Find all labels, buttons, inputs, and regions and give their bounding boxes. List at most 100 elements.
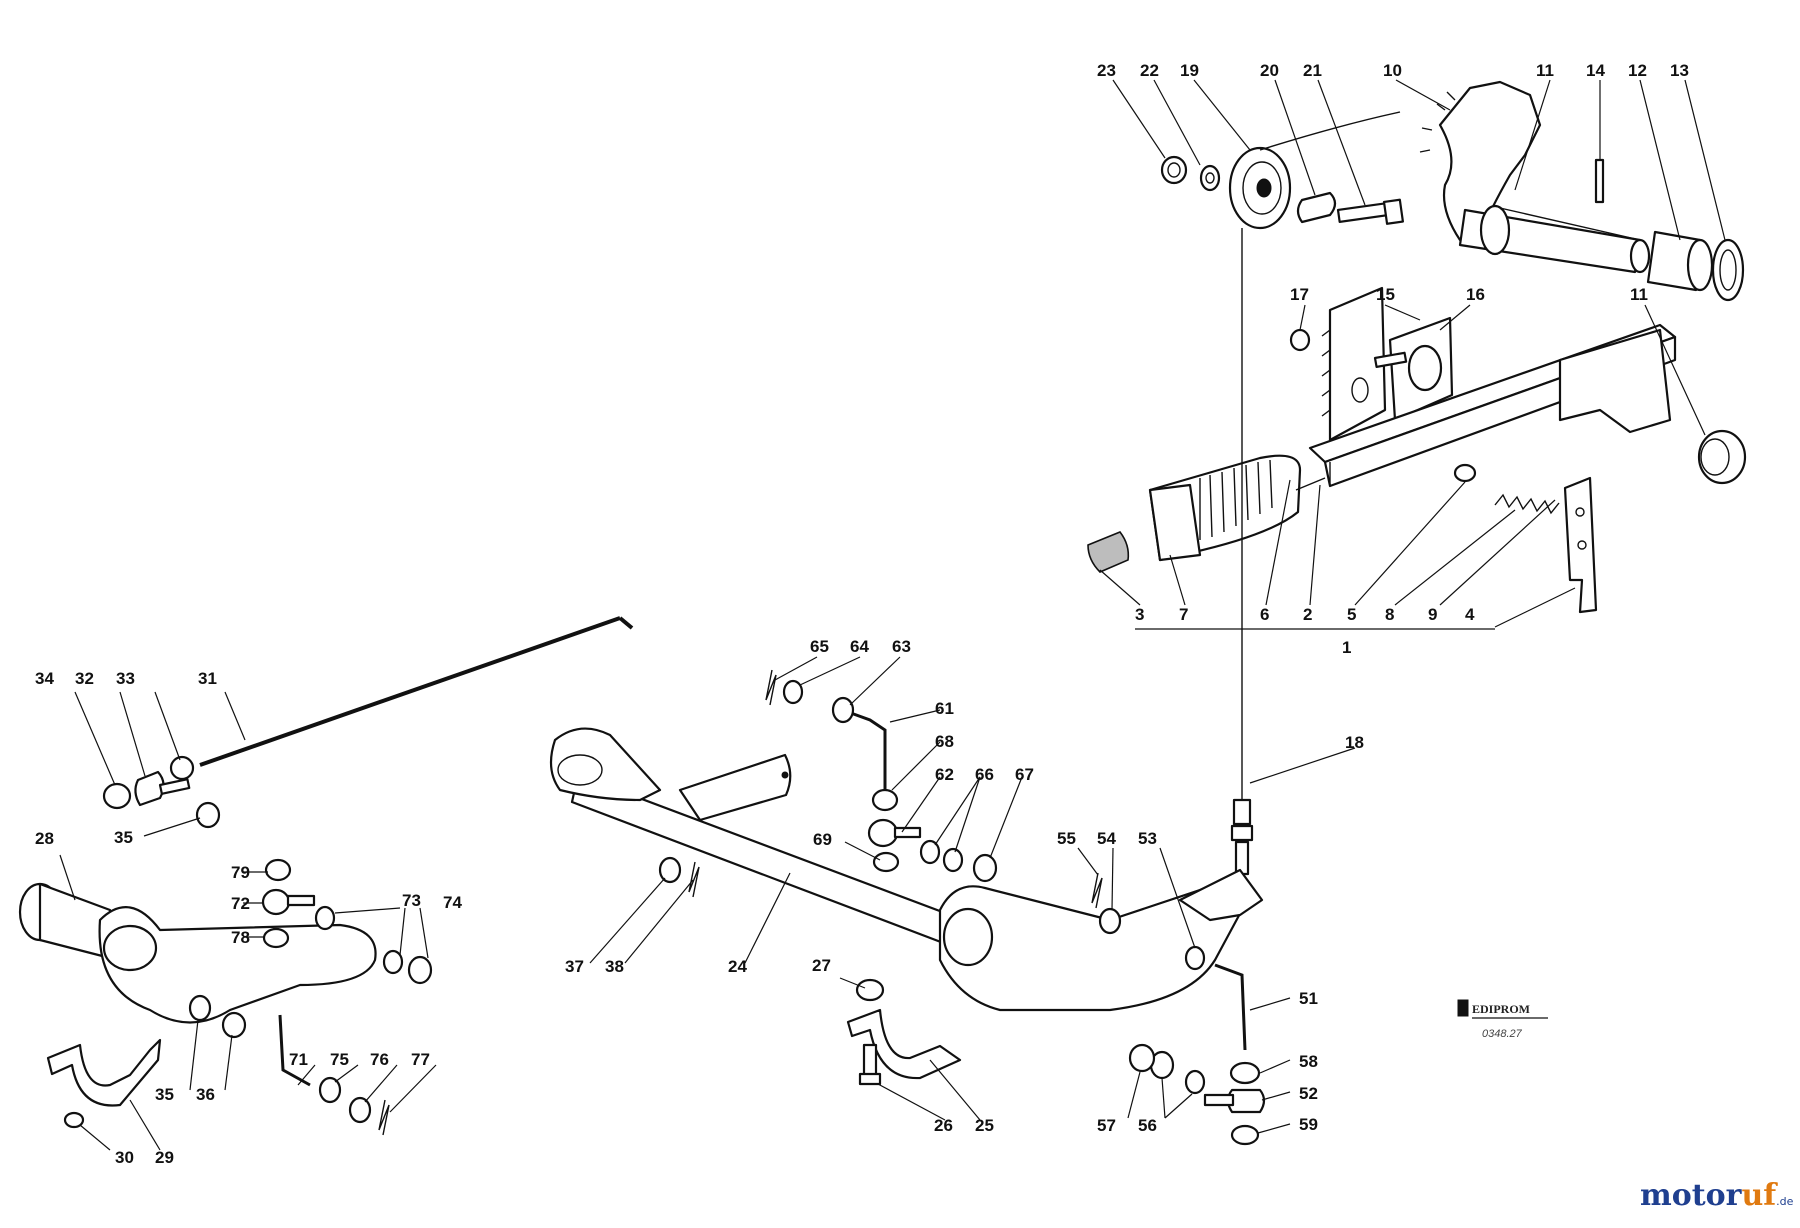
washer-76 (348, 1096, 372, 1124)
label-35-lower: 35 (155, 1085, 174, 1104)
label-3: 3 (1135, 605, 1144, 624)
label-63: 63 (892, 637, 911, 656)
label-2: 2 (1303, 605, 1312, 624)
label-13: 13 (1670, 61, 1689, 80)
label-67: 67 (1015, 765, 1034, 784)
label-54: 54 (1097, 829, 1116, 848)
bushing-12 (1646, 230, 1714, 292)
label-62: 62 (935, 765, 954, 784)
washer-73 (314, 905, 404, 975)
pedal-arm (938, 868, 1264, 1012)
clip-77 (378, 1099, 390, 1136)
motoruf-watermark: motoruf.de (1640, 1178, 1794, 1213)
nut-58 (1229, 1061, 1261, 1085)
nut-74 (407, 955, 433, 985)
label-74: 74 (443, 893, 462, 912)
nut-69 (872, 851, 900, 873)
label-15: 15 (1376, 285, 1395, 304)
label-16: 16 (1466, 285, 1485, 304)
rod-71 (278, 1014, 311, 1087)
clip-65 (765, 669, 777, 706)
label-78: 78 (231, 928, 250, 947)
nut-34 (102, 782, 132, 810)
block-72 (261, 888, 316, 916)
stamp-brand: EDIPROM (1472, 1002, 1530, 1016)
bolt-30 (63, 1111, 85, 1129)
leader-lines (59, 79, 1726, 1151)
clip-55 (1091, 872, 1103, 909)
label-52: 52 (1299, 1084, 1318, 1103)
nut-59 (1230, 1124, 1260, 1146)
nut-68 (871, 788, 899, 812)
label-71: 71 (289, 1050, 308, 1069)
label-1: 1 (1342, 638, 1351, 657)
bolt-21 (1336, 198, 1405, 225)
sector-10 (1419, 80, 1542, 242)
watermark-part2: uf (1741, 1178, 1778, 1213)
label-53: 53 (1138, 829, 1157, 848)
ring-13 (1711, 238, 1745, 302)
label-33: 33 (116, 669, 135, 688)
washer-64 (782, 679, 804, 705)
label-72: 72 (231, 894, 250, 913)
block-62 (867, 818, 922, 848)
label-19: 19 (1180, 61, 1199, 80)
label-69: 69 (813, 830, 832, 849)
label-76: 76 (370, 1050, 389, 1069)
spacer-20 (1296, 191, 1337, 224)
label-51: 51 (1299, 989, 1318, 1008)
rod-51 (1214, 963, 1247, 1051)
nut-57 (1128, 1043, 1156, 1073)
nut-27 (855, 978, 885, 1002)
label-77: 77 (411, 1050, 430, 1069)
label-18: 18 (1345, 733, 1364, 752)
washer-35b (188, 994, 212, 1022)
pulley-19 (1228, 111, 1401, 230)
label-10: 10 (1383, 61, 1402, 80)
label-28: 28 (35, 829, 54, 848)
cable-18 (1230, 228, 1254, 876)
nut-67 (972, 853, 998, 883)
label-14: 14 (1586, 61, 1605, 80)
washer-75 (318, 1076, 342, 1104)
pin-14 (1594, 158, 1605, 204)
label-66: 66 (975, 765, 994, 784)
rod-31 (199, 616, 634, 767)
label-29: 29 (155, 1148, 174, 1167)
stamp-code: 0348.27 (1482, 1028, 1523, 1040)
label-38: 38 (605, 957, 624, 976)
label-5: 5 (1347, 605, 1356, 624)
label-4: 4 (1465, 605, 1475, 624)
label-35-upper: 35 (114, 828, 133, 847)
washer-63 (831, 696, 855, 724)
label-23: 23 (1097, 61, 1116, 80)
cap-3 (1087, 531, 1130, 573)
label-65: 65 (810, 637, 829, 656)
svg-text:motoruf.de: motoruf.de (1640, 1178, 1794, 1213)
label-64: 64 (850, 637, 869, 656)
shaft-24 (549, 727, 987, 957)
rod-61 (847, 710, 887, 790)
label-26: 26 (934, 1116, 953, 1135)
ediprom-stamp: EDIPROM 0348.27 (1457, 999, 1548, 1040)
bracket-29 (46, 1038, 162, 1107)
label-36: 36 (196, 1085, 215, 1104)
label-20: 20 (1260, 61, 1279, 80)
washer-22 (1199, 164, 1221, 192)
rod-6 (1295, 477, 1326, 491)
nut-33 (169, 755, 195, 781)
label-59: 59 (1299, 1115, 1318, 1134)
label-21: 21 (1303, 61, 1322, 80)
bolt-26 (858, 1043, 882, 1086)
label-31: 31 (198, 669, 217, 688)
label-8: 8 (1385, 605, 1394, 624)
washer-66 (919, 839, 964, 873)
bracket-4 (1563, 476, 1598, 614)
label-55: 55 (1057, 829, 1076, 848)
bracket-16 (1373, 316, 1454, 422)
label-56: 56 (1138, 1116, 1157, 1135)
label-32: 32 (75, 669, 94, 688)
label-57: 57 (1097, 1116, 1116, 1135)
